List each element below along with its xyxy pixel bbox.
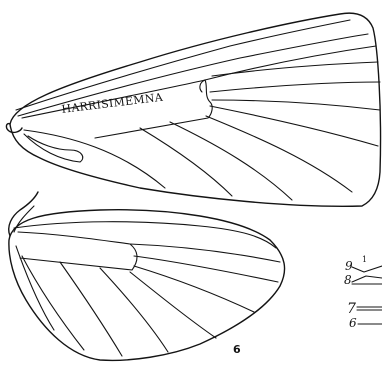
vein-label-6: 6 — [349, 316, 357, 330]
forewing-crossvein — [200, 80, 205, 92]
forewing-radial-branch-2 — [212, 62, 378, 76]
plate-number: 6 — [233, 343, 241, 356]
genus-label: HARRISIMEMNA — [61, 91, 165, 116]
hindwing-discal-cell — [18, 232, 137, 270]
forewing-vein-m1 — [210, 82, 380, 92]
vein-8-line — [352, 276, 382, 282]
hindwing-vein-2 — [134, 256, 278, 282]
hindwing-vein-6 — [60, 262, 122, 356]
vein-label-1: 1 — [362, 255, 367, 264]
forewing-vein-cu3 — [140, 128, 232, 196]
forewing-anal-vein — [24, 130, 165, 188]
forewing-anal-fold — [24, 134, 83, 162]
forewing-vein-cu1 — [206, 116, 352, 192]
hindwing — [9, 192, 285, 360]
hindwing-vein-5 — [100, 268, 168, 352]
forewing-base — [6, 124, 22, 133]
vein-label-8: 8 — [344, 273, 352, 287]
hindwing-vein-4 — [130, 272, 216, 338]
forewing-costa-vein — [16, 20, 350, 110]
forewing-vein-m2 — [212, 100, 380, 110]
forewing-vein-cu2 — [170, 122, 292, 200]
vein-label-7: 7 — [347, 301, 356, 317]
vein-legend: 9 1 8 7 6 — [344, 255, 382, 330]
hindwing-vein-1 — [130, 244, 280, 262]
vein-9-line — [352, 266, 382, 272]
hindwing-vein-7 — [22, 256, 84, 350]
vein-label-9: 9 — [345, 259, 353, 273]
forewing-vein-m3 — [210, 106, 378, 146]
